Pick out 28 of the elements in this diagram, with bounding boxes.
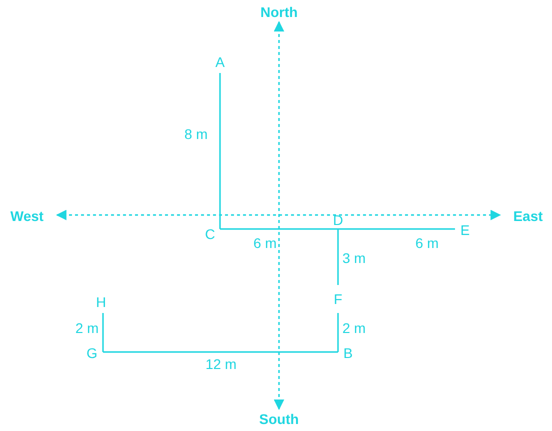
direction-label: East — [513, 209, 543, 223]
line-segment — [337, 229, 339, 285]
point-label: E — [460, 223, 470, 237]
direction-label: West — [10, 209, 44, 223]
distance-label: 3 m — [341, 251, 367, 265]
line-segment — [103, 351, 338, 353]
line-segment — [219, 73, 221, 229]
distance-label: 12 m — [204, 357, 238, 371]
point-label: D — [332, 213, 344, 227]
direction-label: North — [260, 5, 298, 19]
point-label: C — [204, 227, 216, 241]
direction-label: South — [259, 412, 299, 426]
line-segment — [338, 228, 455, 230]
compass-arrow — [56, 210, 502, 220]
distance-label: 6 m — [414, 236, 440, 250]
distance-label: 6 m — [252, 236, 278, 250]
line-segment — [337, 313, 339, 352]
distance-label: 2 m — [74, 321, 100, 335]
point-label: B — [343, 346, 353, 360]
distance-label: 2 m — [341, 321, 367, 335]
compass-arrow — [274, 20, 284, 410]
distance-label: 8 m — [183, 127, 209, 141]
line-segment — [102, 313, 104, 352]
point-label: A — [215, 55, 225, 69]
point-label: F — [334, 292, 342, 306]
point-label: G — [86, 346, 98, 360]
point-label: H — [96, 295, 106, 309]
line-segment — [220, 228, 338, 230]
